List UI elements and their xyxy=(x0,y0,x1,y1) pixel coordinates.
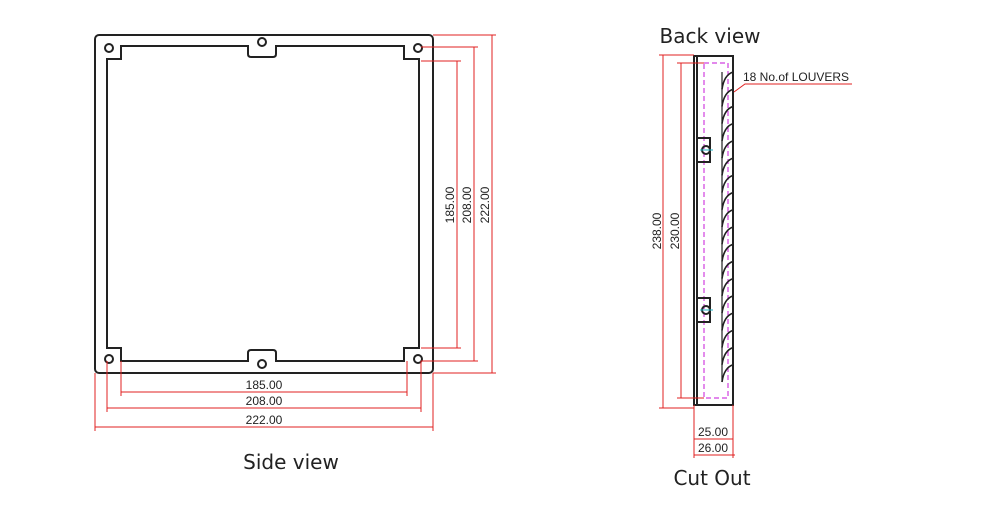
frame-outer-edge xyxy=(94,34,434,374)
dimension-label: 26.00 xyxy=(698,441,728,455)
mount-hole-top-right xyxy=(413,43,423,53)
louver-blade xyxy=(721,71,734,90)
dimension-label: 185.00 xyxy=(443,186,457,223)
dimension-label: 222.00 xyxy=(246,413,283,427)
louver-blade xyxy=(721,174,734,193)
louver-callout: 18 No.of LOUVERS xyxy=(733,70,852,93)
louver-blade xyxy=(721,329,734,348)
dimension-label: 230.00 xyxy=(668,212,682,249)
louver-blade xyxy=(721,191,734,210)
dimension-width-185: 185.00 xyxy=(120,361,408,396)
louver-array xyxy=(721,71,734,383)
dimension-label: 238.00 xyxy=(650,212,664,249)
dimension-depth-25: 25.00 xyxy=(693,405,734,458)
louver-blade xyxy=(721,140,734,159)
mount-hole-bottom-right xyxy=(413,354,423,364)
louver-blade xyxy=(721,312,734,331)
mount-hole-bottom-left xyxy=(104,354,114,364)
louver-blade xyxy=(721,277,734,297)
dimension-height-230: 230.00 xyxy=(668,62,704,399)
louver-blade xyxy=(721,88,734,107)
louver-blade xyxy=(721,226,734,245)
mount-hole-top-center xyxy=(257,37,267,47)
back-view: Back view 18 No.of LOUVERS 238.00 230.00… xyxy=(650,24,852,490)
louver-blade xyxy=(721,157,734,176)
dimension-label: 208.00 xyxy=(246,394,283,408)
louver-blade xyxy=(721,209,734,228)
dimension-label: 185.00 xyxy=(246,378,283,392)
frame-inner-opening xyxy=(106,45,420,362)
dimension-width-222: 222.00 xyxy=(94,373,434,431)
hidden-inner-line xyxy=(703,62,729,399)
dimension-height-238: 238.00 xyxy=(650,54,694,409)
louver-blade xyxy=(721,243,734,262)
back-view-title: Back view xyxy=(660,24,761,48)
dimension-label: 222.00 xyxy=(478,186,492,223)
louver-blade xyxy=(721,346,734,365)
louver-blade xyxy=(721,105,734,124)
dimension-height-185: 185.00 xyxy=(421,60,461,349)
dimension-label: 208.00 xyxy=(460,186,474,223)
louver-blade xyxy=(721,295,734,314)
cut-out-title: Cut Out xyxy=(673,466,750,490)
side-view: 185.00 208.00 222.00 185.00 208.00 222.0… xyxy=(94,34,496,474)
dimension-width-208: 208.00 xyxy=(106,361,422,412)
dimension-depth-26: 26.00 xyxy=(694,441,735,456)
side-view-title: Side view xyxy=(243,450,339,474)
louver-blade xyxy=(721,122,734,142)
mount-hole-top-left xyxy=(104,43,114,53)
dimension-height-208: 208.00 xyxy=(421,46,478,362)
louver-note: 18 No.of LOUVERS xyxy=(743,70,849,84)
mount-hole-bottom-center xyxy=(257,359,267,369)
louver-blade xyxy=(721,364,734,383)
louver-blade xyxy=(721,260,734,279)
dimension-height-222: 222.00 xyxy=(433,34,496,374)
dimension-label: 25.00 xyxy=(698,425,728,439)
